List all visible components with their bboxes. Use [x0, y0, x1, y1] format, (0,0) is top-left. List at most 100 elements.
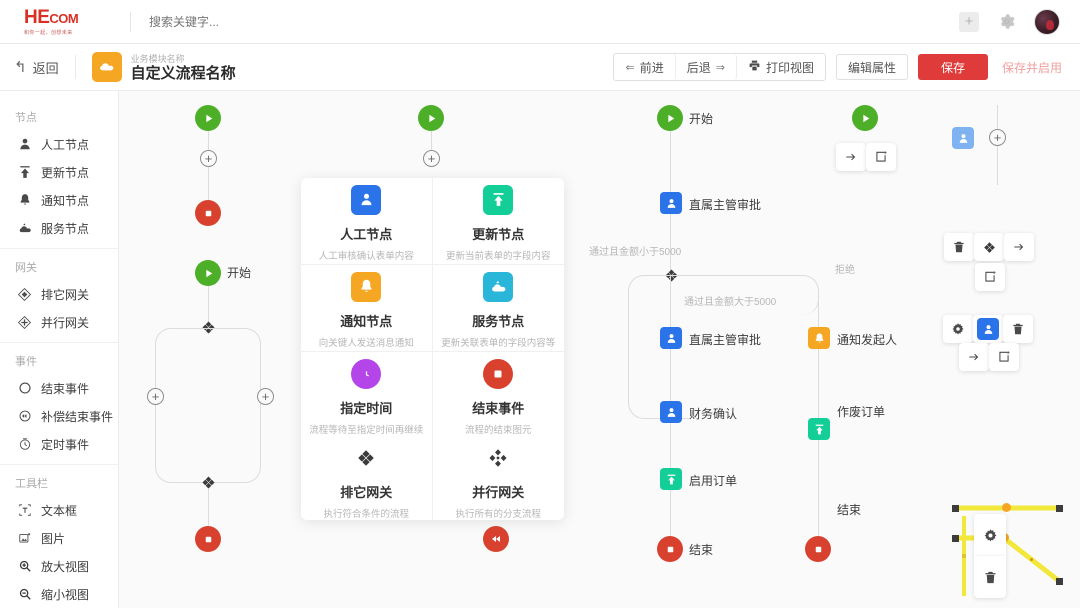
palette-item-end-event[interactable]: 结束事件 流程的结束图元	[433, 352, 565, 439]
person-node-icon	[667, 333, 675, 343]
brand-logo[interactable]: HECOM 和你一起，创想未来	[0, 8, 120, 36]
palette-item-service-node[interactable]: 服务节点 更新关联表单的字段内容等	[432, 265, 564, 352]
palette-item-title: 指定时间	[340, 401, 393, 416]
flow-node-end[interactable]	[195, 200, 221, 226]
exclusive-gateway-icon[interactable]	[200, 474, 217, 491]
flow-node-start-main[interactable]	[657, 105, 683, 131]
flow-node-start-3[interactable]	[418, 105, 444, 131]
connector-endpoint[interactable]	[952, 535, 959, 542]
sidebar-item-zoom-out[interactable]: 缩小视图	[0, 580, 118, 608]
flow-node-notify[interactable]	[808, 327, 830, 349]
flow-node-start-2[interactable]	[195, 260, 221, 286]
sidebar-group-title: 事件	[15, 356, 37, 368]
add-node-button-left[interactable]: +	[147, 388, 164, 405]
flow-node-end-2[interactable]	[195, 526, 221, 552]
sidebar-item-textbox[interactable]: 文本框	[0, 496, 118, 524]
selected-node-button[interactable]	[973, 315, 1003, 343]
exclusive-gateway-icon[interactable]	[974, 233, 1004, 261]
flow-canvas[interactable]: + 开始 + +	[119, 91, 1080, 608]
trash-icon[interactable]	[944, 233, 974, 261]
sidebar-item-service-node[interactable]: 服务节点	[0, 214, 118, 242]
connector-midpoint[interactable]	[1002, 503, 1011, 512]
sidebar-item-timer-event[interactable]: 定时事件	[0, 430, 118, 458]
textbox-icon	[17, 503, 32, 518]
header-divider	[130, 11, 131, 32]
add-node-button[interactable]: +	[200, 150, 217, 167]
add-node-button-right[interactable]: +	[257, 388, 274, 405]
flow-node-start[interactable]	[195, 105, 221, 131]
save-button[interactable]: 保存	[917, 54, 988, 80]
flow-node-user-1[interactable]	[660, 192, 682, 214]
backward-button[interactable]: 后退 ⇒	[675, 54, 737, 80]
palette-item-desc: 执行符合条件的流程	[323, 509, 409, 520]
arrow-right-icon[interactable]	[1004, 233, 1034, 261]
sidebar-item-update-node[interactable]: 更新节点	[0, 158, 118, 186]
flow-node-void-order[interactable]	[808, 418, 830, 440]
flow-node-end-branch[interactable]	[805, 536, 831, 562]
palette-item-desc: 向关键人发送消息通知	[318, 337, 414, 349]
bell-node-icon	[815, 332, 823, 343]
add-node-button-2[interactable]: +	[423, 150, 440, 167]
connector-endpoint[interactable]	[1056, 578, 1063, 585]
forward-button[interactable]: ⇐ 前进	[614, 54, 676, 80]
flow-node-end-main[interactable]	[657, 536, 683, 562]
connector-endpoint[interactable]	[1056, 505, 1063, 512]
flow-edge	[431, 131, 432, 161]
sidebar-item-person-node[interactable]: 人工节点	[0, 130, 118, 158]
flow-node-sample-light[interactable]	[952, 127, 974, 149]
sidebar-item-label: 补偿结束事件	[41, 409, 114, 424]
add-frame-icon[interactable]	[989, 343, 1019, 371]
logo-he-text: HE	[24, 6, 50, 28]
back-button[interactable]: ↰ 返回	[0, 58, 59, 77]
gear-icon[interactable]	[997, 12, 1016, 31]
sidebar-item-label: 更新节点	[41, 165, 90, 180]
sidebar-item-notify-node[interactable]: 通知节点	[0, 186, 118, 214]
rewind-button[interactable]	[483, 526, 509, 552]
header-actions: +	[959, 8, 1080, 35]
connector-endpoint[interactable]	[952, 505, 959, 512]
avatar[interactable]	[1034, 8, 1060, 35]
person-node-icon	[17, 137, 32, 152]
node-palette-popup[interactable]: 人工节点 人工审核确认表单内容 更新节点 更新当前表单的字段内容 通知节点 向关…	[301, 178, 564, 520]
search-input[interactable]	[149, 14, 449, 29]
start-event-icon	[667, 114, 674, 122]
palette-item-timer[interactable]: 指定时间 流程等待至指定时间再继续	[301, 352, 433, 439]
print-button[interactable]: 打印视图	[736, 54, 825, 80]
flow-node-label: 作废订单	[837, 405, 886, 419]
flow-node-enable-order[interactable]	[660, 468, 682, 490]
palette-item-notify-node[interactable]: 通知节点 向关键人发送消息通知	[301, 265, 433, 352]
sidebar-item-image[interactable]: 图片	[0, 524, 118, 552]
gear-icon[interactable]	[974, 514, 1006, 556]
palette-item-update-node[interactable]: 更新节点 更新当前表单的字段内容	[432, 178, 564, 265]
arrow-right-icon[interactable]	[959, 343, 989, 371]
sidebar-item-end-event[interactable]: 结束事件	[0, 374, 118, 402]
sidebar-group-gateways: 网关 排它网关 并行网关	[0, 249, 118, 343]
palette-item-parallel-gateway[interactable]: 并行网关 执行所有的分支流程	[433, 439, 565, 520]
palette-item-person-node[interactable]: 人工节点 人工审核确认表单内容	[301, 178, 433, 265]
sidebar-item-compensate-end-event[interactable]: 补偿结束事件	[0, 402, 118, 430]
add-node-button-sample[interactable]: +	[989, 129, 1006, 146]
plus-icon[interactable]: +	[959, 11, 979, 32]
image-icon	[17, 531, 32, 546]
parallel-gateway-icon	[17, 315, 32, 330]
arrow-right-icon[interactable]	[836, 143, 866, 171]
arrow-up-node-icon	[483, 184, 514, 215]
flow-node-user-2[interactable]	[660, 327, 682, 349]
exclusive-gateway-icon[interactable]	[200, 319, 217, 336]
save-and-enable-button[interactable]: 保存并启用	[1001, 60, 1062, 75]
cloud-icon	[91, 52, 122, 82]
sidebar-item-exclusive-gateway[interactable]: 排它网关	[0, 280, 118, 308]
gear-icon[interactable]	[943, 315, 973, 343]
sidebar-item-zoom-in[interactable]: 放大视图	[0, 552, 118, 580]
flow-node-start-sample[interactable]	[852, 105, 878, 131]
trash-icon[interactable]	[1003, 315, 1033, 343]
edit-properties-button[interactable]: 编辑属性	[835, 54, 908, 80]
sidebar-item-parallel-gateway[interactable]: 并行网关	[0, 308, 118, 336]
palette-item-exclusive-gateway[interactable]: 排它网关 执行符合条件的流程	[301, 439, 433, 520]
flow-node-label: 财务确认	[689, 407, 738, 421]
trash-icon[interactable]	[974, 556, 1006, 598]
module-sub-label: 业务模块名称	[130, 53, 185, 64]
add-frame-icon[interactable]	[866, 143, 896, 171]
add-frame-icon[interactable]	[975, 263, 1005, 291]
flow-node-finance[interactable]	[660, 401, 682, 423]
